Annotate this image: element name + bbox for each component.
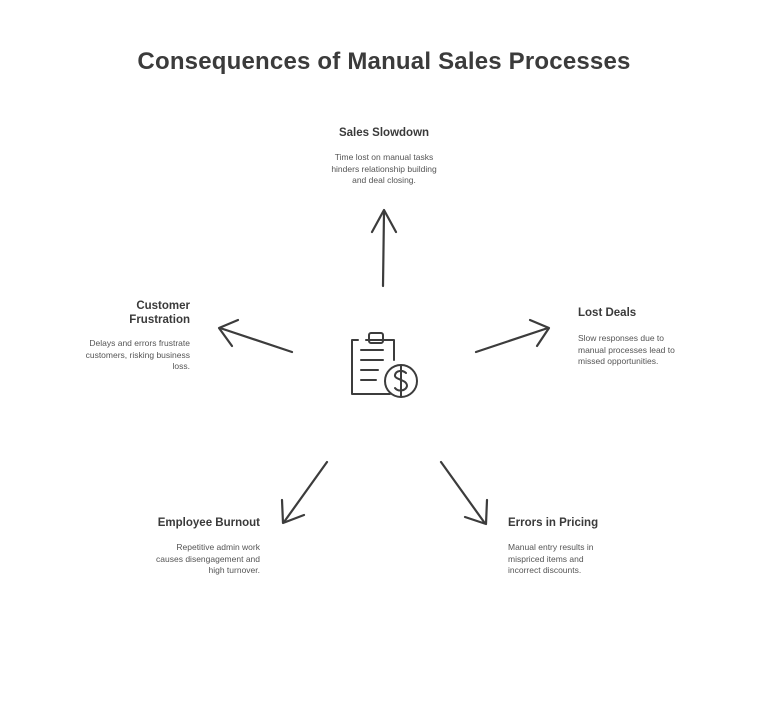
node-title-lost-deals: Lost Deals (578, 307, 637, 319)
node-desc-errors-in-pricing: Manual entry results in mispriced items … (508, 542, 594, 575)
clipboard-dollar-icon (351, 332, 418, 398)
arrow-to-errors-in-pricing (439, 460, 489, 526)
arrow-to-sales-slowdown (370, 208, 398, 288)
node-desc-employee-burnout: Repetitive admin work causes disengageme… (156, 542, 260, 575)
arrow-to-employee-burnout (280, 460, 329, 525)
arrow-to-lost-deals (474, 318, 551, 354)
node-desc-sales-slowdown: Time lost on manual tasks hinders relati… (331, 152, 437, 185)
node-desc-customer-frustration: Delays and errors frustrate customers, r… (85, 338, 190, 371)
node-title-customer-frustration: Customer Frustration (129, 300, 190, 326)
node-title-employee-burnout: Employee Burnout (157, 517, 260, 529)
node-title-sales-slowdown: Sales Slowdown (338, 127, 430, 139)
arrow-to-customer-frustration (217, 318, 294, 354)
node-desc-lost-deals: Slow responses due to manual processes l… (578, 333, 675, 366)
node-title-errors-in-pricing: Errors in Pricing (508, 517, 599, 529)
diagram-title: Consequences of Manual Sales Processes (137, 48, 631, 75)
